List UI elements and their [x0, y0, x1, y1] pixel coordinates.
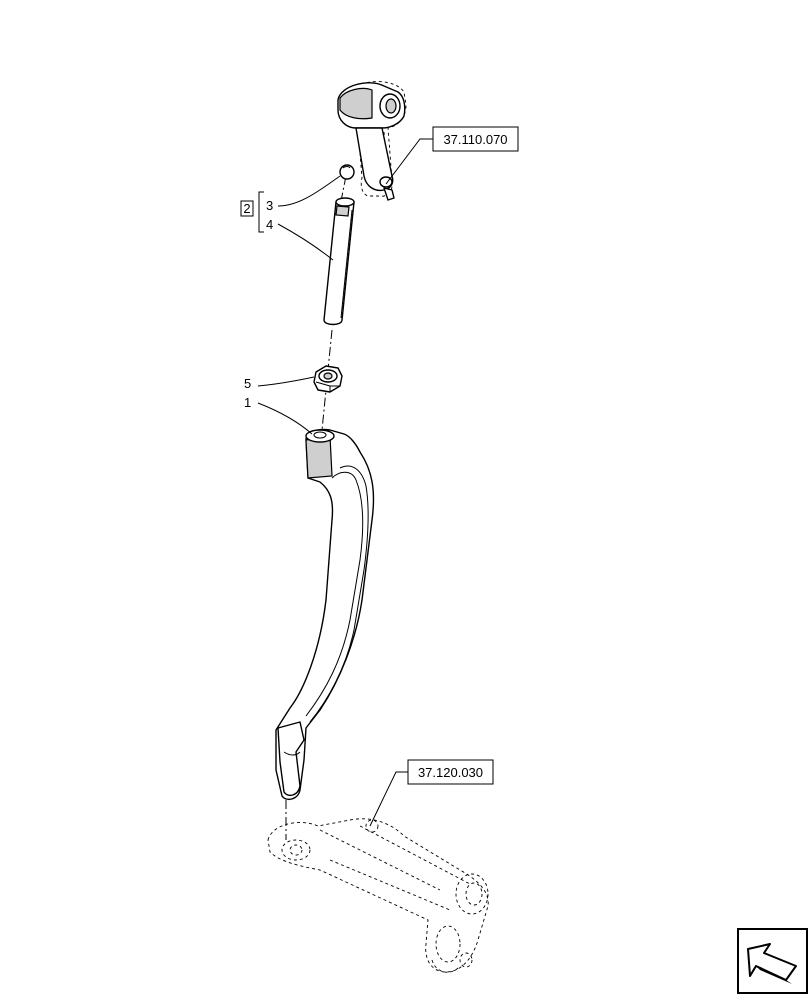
reference-box-upper[interactable]: 37.110.070 [432, 126, 519, 152]
callout-3: 3 [266, 198, 273, 213]
reference-box-lower[interactable]: 37.120.030 [407, 759, 494, 785]
kit-callout: 2 [240, 200, 254, 217]
callout-5: 5 [244, 376, 251, 391]
reference-label-lower: 37.120.030 [418, 765, 483, 780]
reference-label-upper: 37.110.070 [443, 132, 507, 147]
arrow-icon[interactable] [737, 928, 808, 994]
lower-shaft [267, 818, 489, 973]
main-lever-part [275, 428, 375, 801]
pin-part [323, 197, 355, 326]
leader-lines [257, 138, 433, 827]
callout-4: 4 [266, 217, 273, 232]
upper-lever [337, 81, 407, 201]
kit-number: 2 [243, 201, 250, 216]
ball-part [339, 164, 355, 180]
callout-1: 1 [244, 395, 251, 410]
nut-part [313, 365, 343, 393]
